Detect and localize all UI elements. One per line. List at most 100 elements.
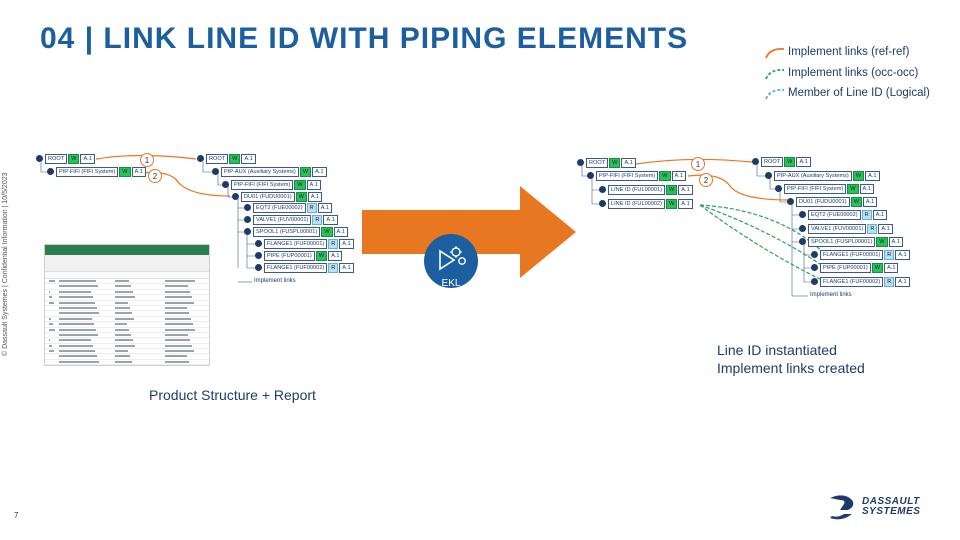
spreadsheet-row bbox=[45, 290, 209, 296]
flange-icon bbox=[255, 264, 262, 271]
spreadsheet-row bbox=[45, 322, 209, 328]
spreadsheet-ribbon bbox=[45, 245, 209, 255]
part-icon bbox=[587, 172, 594, 179]
part-icon bbox=[47, 168, 54, 175]
caption-left: Product Structure + Report bbox=[149, 387, 316, 403]
teal-dashed-link-icon bbox=[765, 89, 785, 100]
part-icon bbox=[222, 181, 229, 188]
caption-right-line2: Implement links created bbox=[717, 360, 865, 376]
part-icon bbox=[197, 155, 204, 162]
spreadsheet-row bbox=[45, 311, 209, 317]
gear-play-icon bbox=[439, 246, 466, 271]
svg-text:2: 2 bbox=[704, 176, 709, 185]
spreadsheet-row bbox=[45, 295, 209, 301]
brand-line-2: SYSTEMES bbox=[862, 506, 921, 517]
equipment-icon bbox=[244, 204, 251, 211]
implement-links-label: Implement links bbox=[254, 278, 296, 284]
spreadsheet-toolbar bbox=[45, 255, 209, 272]
spool-icon bbox=[244, 228, 251, 235]
flange-icon bbox=[255, 240, 262, 247]
spreadsheet-row bbox=[45, 279, 209, 285]
part-icon bbox=[577, 159, 584, 166]
flange-icon bbox=[811, 278, 818, 285]
svg-text:2: 2 bbox=[153, 172, 158, 181]
green-dashed-link-icon bbox=[765, 69, 785, 80]
part-icon bbox=[752, 158, 759, 165]
spreadsheet-row bbox=[45, 338, 209, 344]
marker-1-right: 1 bbox=[691, 157, 705, 171]
spreadsheet-row bbox=[45, 333, 209, 339]
ekl-process-circle bbox=[424, 234, 478, 288]
spreadsheet-row bbox=[45, 317, 209, 323]
orange-link-icon bbox=[765, 48, 785, 59]
spreadsheet-row bbox=[45, 301, 209, 306]
line-id-icon bbox=[599, 200, 606, 207]
spreadsheet-row bbox=[45, 360, 209, 365]
page-number: 7 bbox=[14, 511, 19, 520]
valve-icon bbox=[244, 216, 251, 223]
implement-links-label: Implement links bbox=[810, 292, 852, 298]
part-icon bbox=[775, 185, 782, 192]
flange-icon bbox=[811, 251, 818, 258]
part-icon bbox=[232, 193, 239, 200]
svg-text:1: 1 bbox=[696, 160, 701, 169]
part-icon bbox=[212, 168, 219, 175]
spreadsheet-row bbox=[45, 306, 209, 312]
part-icon bbox=[765, 172, 772, 179]
valve-icon bbox=[799, 225, 806, 232]
spreadsheet-row bbox=[45, 365, 209, 366]
formula-bar bbox=[45, 272, 209, 279]
legend-label: Member of Line ID (Logical) bbox=[788, 87, 930, 99]
legend-label: Implement links (ref-ref) bbox=[788, 46, 910, 58]
spreadsheet-row bbox=[45, 328, 209, 333]
spreadsheet-row bbox=[45, 349, 209, 355]
caption-right-line1: Line ID instantiated bbox=[717, 342, 837, 358]
line-id-icon bbox=[599, 186, 606, 193]
process-arrow bbox=[362, 186, 576, 278]
spreadsheet-rows bbox=[45, 279, 209, 366]
dassault-logo-icon bbox=[830, 495, 854, 520]
part-icon bbox=[787, 198, 794, 205]
equipment-icon bbox=[799, 211, 806, 218]
marker-2-left: 2 bbox=[148, 169, 162, 183]
pipe-icon bbox=[255, 252, 262, 259]
svg-text:1: 1 bbox=[145, 156, 150, 165]
report-spreadsheet-thumbnail bbox=[44, 244, 210, 366]
spreadsheet-row bbox=[45, 354, 209, 360]
pipe-icon bbox=[811, 264, 818, 271]
part-icon bbox=[36, 155, 43, 162]
marker-1-left: 1 bbox=[140, 153, 154, 167]
legend-label: Implement links (occ-occ) bbox=[788, 67, 919, 79]
spreadsheet-row bbox=[45, 344, 209, 350]
ekl-label: EKL bbox=[441, 278, 461, 289]
brand-line-1: DASSAULT bbox=[862, 496, 920, 507]
spool-icon bbox=[799, 238, 806, 245]
brand-wordmark: DASSAULT SYSTEMES bbox=[862, 497, 920, 517]
slide-title: 04 | LINK LINE ID WITH PIPING ELEMENTS bbox=[40, 22, 689, 55]
